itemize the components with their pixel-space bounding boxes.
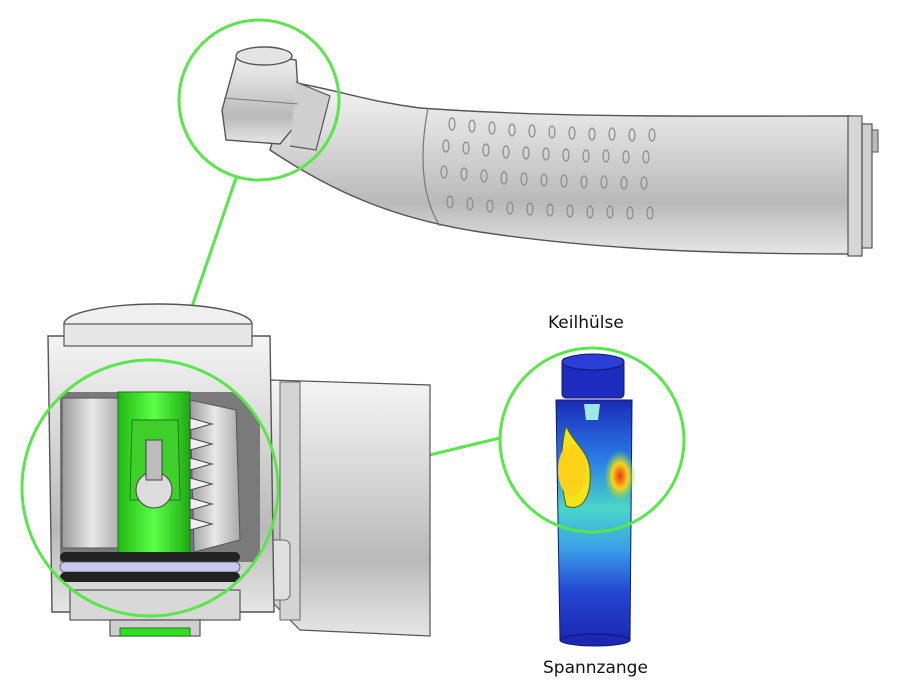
handpiece-icon bbox=[221, 46, 879, 257]
stress-simulation-icon bbox=[555, 353, 636, 647]
highlight-ring-cutaway bbox=[20, 358, 280, 618]
highlight-ring-simulation bbox=[498, 346, 686, 534]
cutaway-icon bbox=[47, 303, 431, 637]
label-spannzange: Spannzange bbox=[543, 658, 648, 678]
label-keilhuelse: Keilhülse bbox=[548, 313, 624, 333]
highlight-ring-head bbox=[177, 18, 341, 182]
